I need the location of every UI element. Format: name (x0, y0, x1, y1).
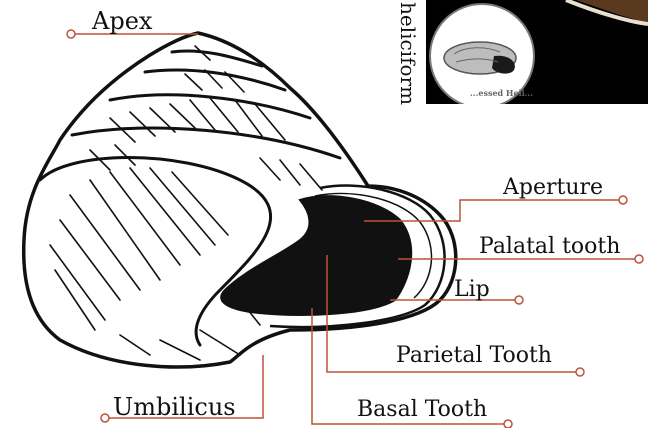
inset-side-caption: heliciform (394, 0, 424, 104)
aperture-label: Aperture (503, 177, 603, 199)
umbilicus-label: Umbilicus (113, 395, 236, 419)
parietal-tooth-marker (576, 368, 584, 376)
whorl-line-4 (72, 128, 340, 158)
parietal-tooth-label: Parietal Tooth (396, 345, 552, 367)
apex-marker (67, 30, 75, 38)
basal-tooth-marker (504, 420, 512, 428)
heliciform-text: heliciform (396, 2, 420, 105)
lip-label: Lip (454, 279, 490, 301)
apex-label: Apex (92, 9, 152, 33)
body-whorl-edge (40, 158, 271, 346)
inset-drawing: ...essed Heli... (426, 0, 648, 104)
aperture-marker (619, 196, 627, 204)
aperture-leader (364, 200, 620, 221)
lip-marker (515, 296, 523, 304)
aperture-opening (221, 196, 411, 315)
palatal-tooth-label: Palatal tooth (479, 236, 620, 258)
umbilicus-marker (101, 414, 109, 422)
palatal-tooth-marker (635, 255, 643, 263)
inset-photo: ...essed Heli... (426, 0, 648, 104)
inset-caption: ...essed Heli... (470, 88, 533, 98)
inset-shell-highlight (576, 0, 648, 22)
basal-tooth-label: Basal Tooth (357, 399, 487, 421)
